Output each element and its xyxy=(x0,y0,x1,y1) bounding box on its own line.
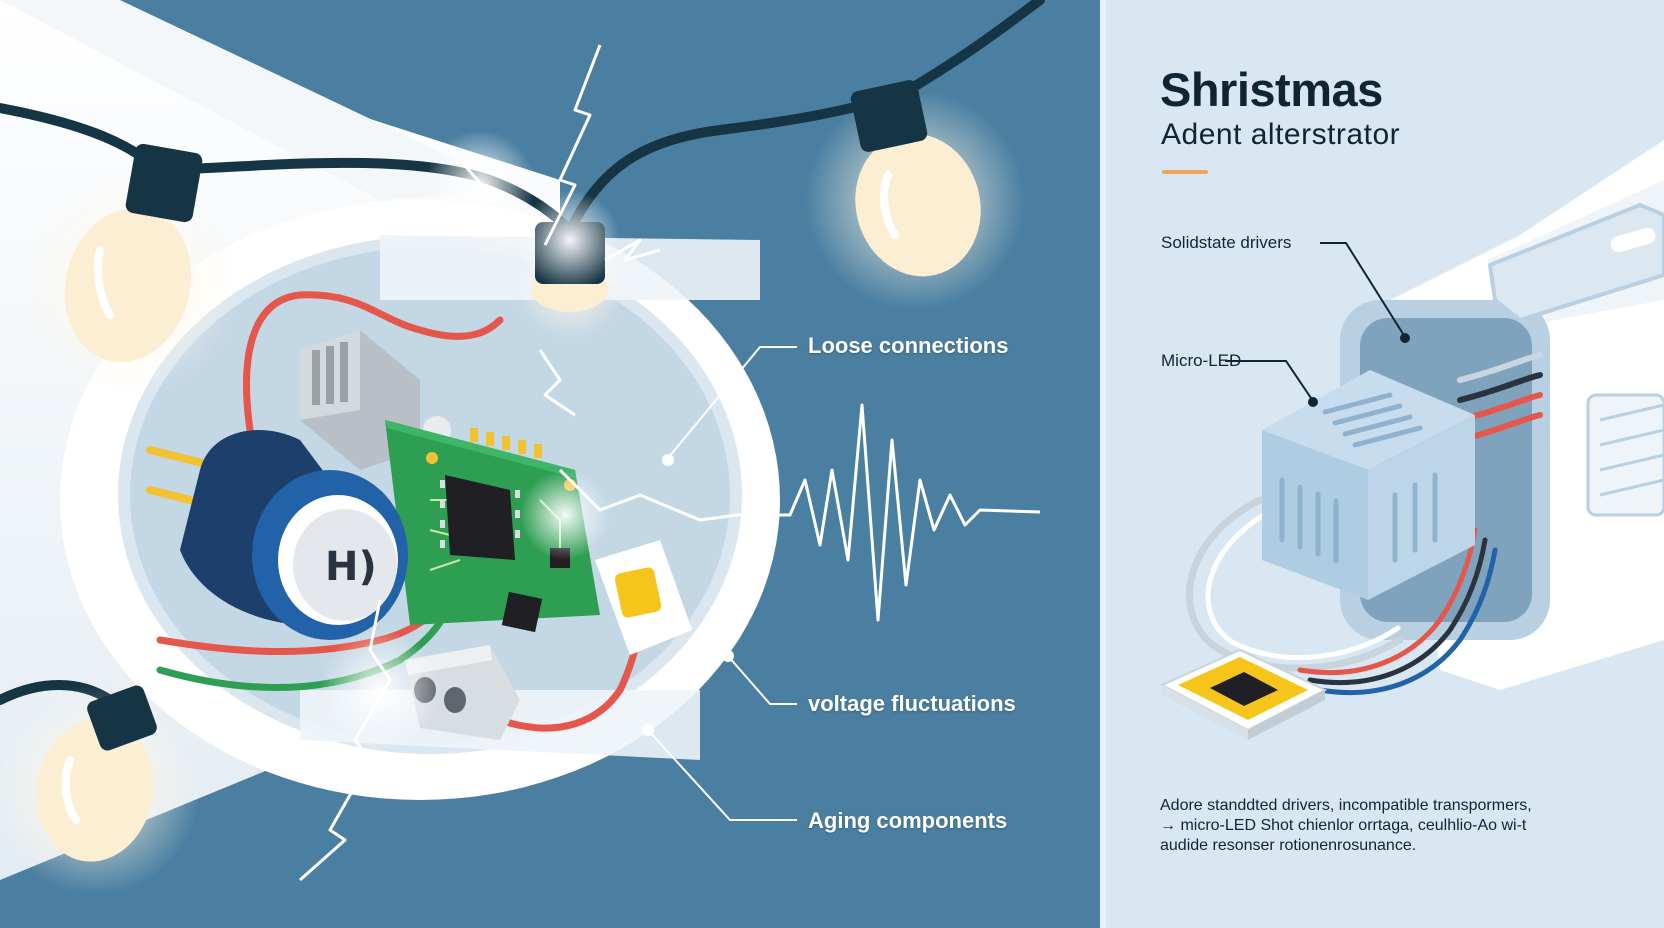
capacitor: H) xyxy=(180,430,408,640)
left-callout-lines xyxy=(647,346,797,821)
driver-cables xyxy=(1186,496,1498,696)
panel-divider xyxy=(1100,0,1106,928)
label-micro-led: Micro-LED xyxy=(1161,351,1242,370)
label-aging-components: Aging components xyxy=(808,808,1008,833)
capacitor-marking: H) xyxy=(325,544,377,590)
callout-dot-loose xyxy=(662,454,674,466)
description-line-3: audide resonser rotionenrosunance. xyxy=(1160,837,1417,854)
bulb-top-left xyxy=(20,143,240,395)
label-loose-connections: Loose connections xyxy=(808,333,1009,358)
bulb-top-right xyxy=(805,80,1025,310)
description: Adore standdted drivers, incompatible tr… xyxy=(1160,796,1640,856)
voltage-waveform xyxy=(765,403,1041,622)
pcb-board xyxy=(385,420,600,633)
spark-effects xyxy=(299,44,761,882)
description-line-2: → micro-LED Shot chienlor orrtaga, ceulh… xyxy=(1160,817,1527,834)
callout-dot-microled xyxy=(1308,397,1318,407)
right-callout-lines xyxy=(1225,242,1406,402)
description-line-1: Adore standdted drivers, incompatible tr… xyxy=(1160,797,1532,814)
page-subtitle: Adent alterstrator xyxy=(1161,118,1401,151)
title-accent-bar xyxy=(1162,170,1208,174)
callout-dot-solidstate xyxy=(1400,333,1410,343)
micro-led-chip xyxy=(1159,648,1328,740)
page-title: Shristmas xyxy=(1160,63,1383,116)
label-solidstate-drivers: Solidstate drivers xyxy=(1161,233,1292,252)
solid-state-driver xyxy=(1262,370,1475,600)
led-chip xyxy=(595,540,692,655)
vent-slot-top xyxy=(1487,202,1664,323)
vent-slot-side xyxy=(1586,393,1664,517)
callout-dot-aging xyxy=(642,724,654,736)
bulb-bottom-left xyxy=(0,685,200,895)
callout-dot-voltage xyxy=(722,650,734,662)
label-voltage-fluctuations: voltage fluctuations xyxy=(808,691,1016,716)
